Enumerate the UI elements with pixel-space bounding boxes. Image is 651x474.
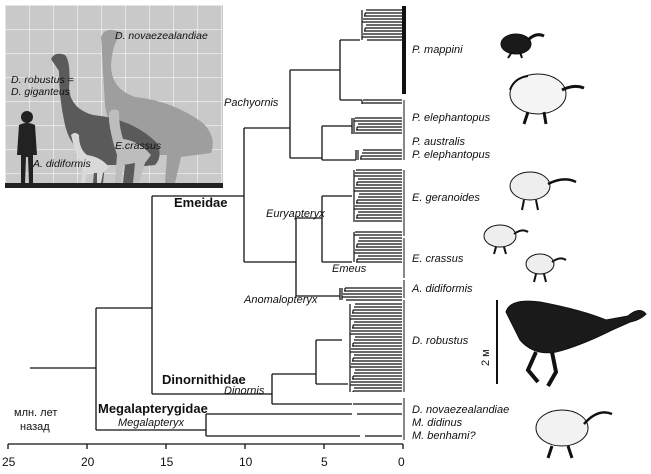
axis-tick-0: 0 [398,455,405,469]
inset-label-d-novaezealandiae: D. novaezealandiae [115,30,208,42]
moa-p-elephantopus-illustration [509,73,585,125]
axis-tick-20: 20 [81,455,95,469]
moa-d-robustus-illustration [505,300,647,387]
inset-label-a-didiformis: A. didiformis [32,158,92,170]
moa-megalapteryx-illustration [535,409,613,459]
moa-e-geranoides-illustration [509,171,577,211]
inset-label-d-robustus-1: D. robustus = [11,74,74,86]
axis-tick-15: 15 [160,455,174,469]
label-m-didinus: M. didinus [412,417,463,429]
group-brackets [402,6,498,440]
silhouette-e-crassus [109,109,151,183]
axis-tick-10: 10 [239,455,253,469]
genus-anomalopteryx: Anomalopteryx [243,294,318,306]
clade-emeidae: Emeidae [174,195,227,210]
time-axis [7,443,404,449]
axis-tick-5: 5 [321,455,328,469]
label-d-novaezealandiae: D. novaezealandiae [412,404,509,416]
genus-dinornis: Dinornis [224,385,265,397]
label-p-elephantopus-1: P. elephantopus [412,112,491,124]
label-m-benhami: M. benhami? [412,430,476,442]
axis-label-line1: млн. лет [14,407,57,419]
scale-bar-label: 2 м [480,349,492,366]
ground-line [5,183,223,188]
moa-p-mappini-illustration [500,33,545,59]
axis-label-line2: назад [20,421,50,433]
axis-tick-25: 25 [2,455,16,469]
label-a-didiformis: A. didiformis [411,283,473,295]
clade-dinornithidae: Dinornithidae [162,372,246,387]
moa-a-didiformis-illustration [525,253,567,283]
label-p-australis: P. australis [412,136,465,148]
label-p-mappini: P. mappini [412,44,463,56]
silhouette-a-didiformis [71,133,109,183]
tree-branches [30,39,362,437]
label-d-robustus: D. robustus [412,335,469,347]
human-silhouette [17,111,37,183]
genus-megalapteryx: Megalapteryx [118,417,185,429]
size-comparison-inset: D. novaezealandiae D. robustus = D. giga… [5,5,223,188]
moa-illustrations [483,33,647,459]
genus-pachyornis: Pachyornis [224,97,279,109]
tree-tips [341,9,402,437]
label-e-geranoides: E. geranoides [412,192,480,204]
moa-e-crassus-illustration [483,224,529,255]
label-e-crassus: E. crassus [412,253,464,265]
size-comparison-drawing: D. novaezealandiae D. robustus = D. giga… [5,5,223,188]
genus-emeus: Emeus [332,263,367,275]
clade-megalapterygidae: Megalapterygidae [98,401,208,416]
inset-label-e-crassus: E.crassus [115,140,162,152]
inset-label-d-robustus-2: D. giganteus [11,86,71,98]
genus-euryapteryx: Euryapteryx [266,208,325,220]
label-p-elephantopus-2: P. elephantopus [412,149,491,161]
